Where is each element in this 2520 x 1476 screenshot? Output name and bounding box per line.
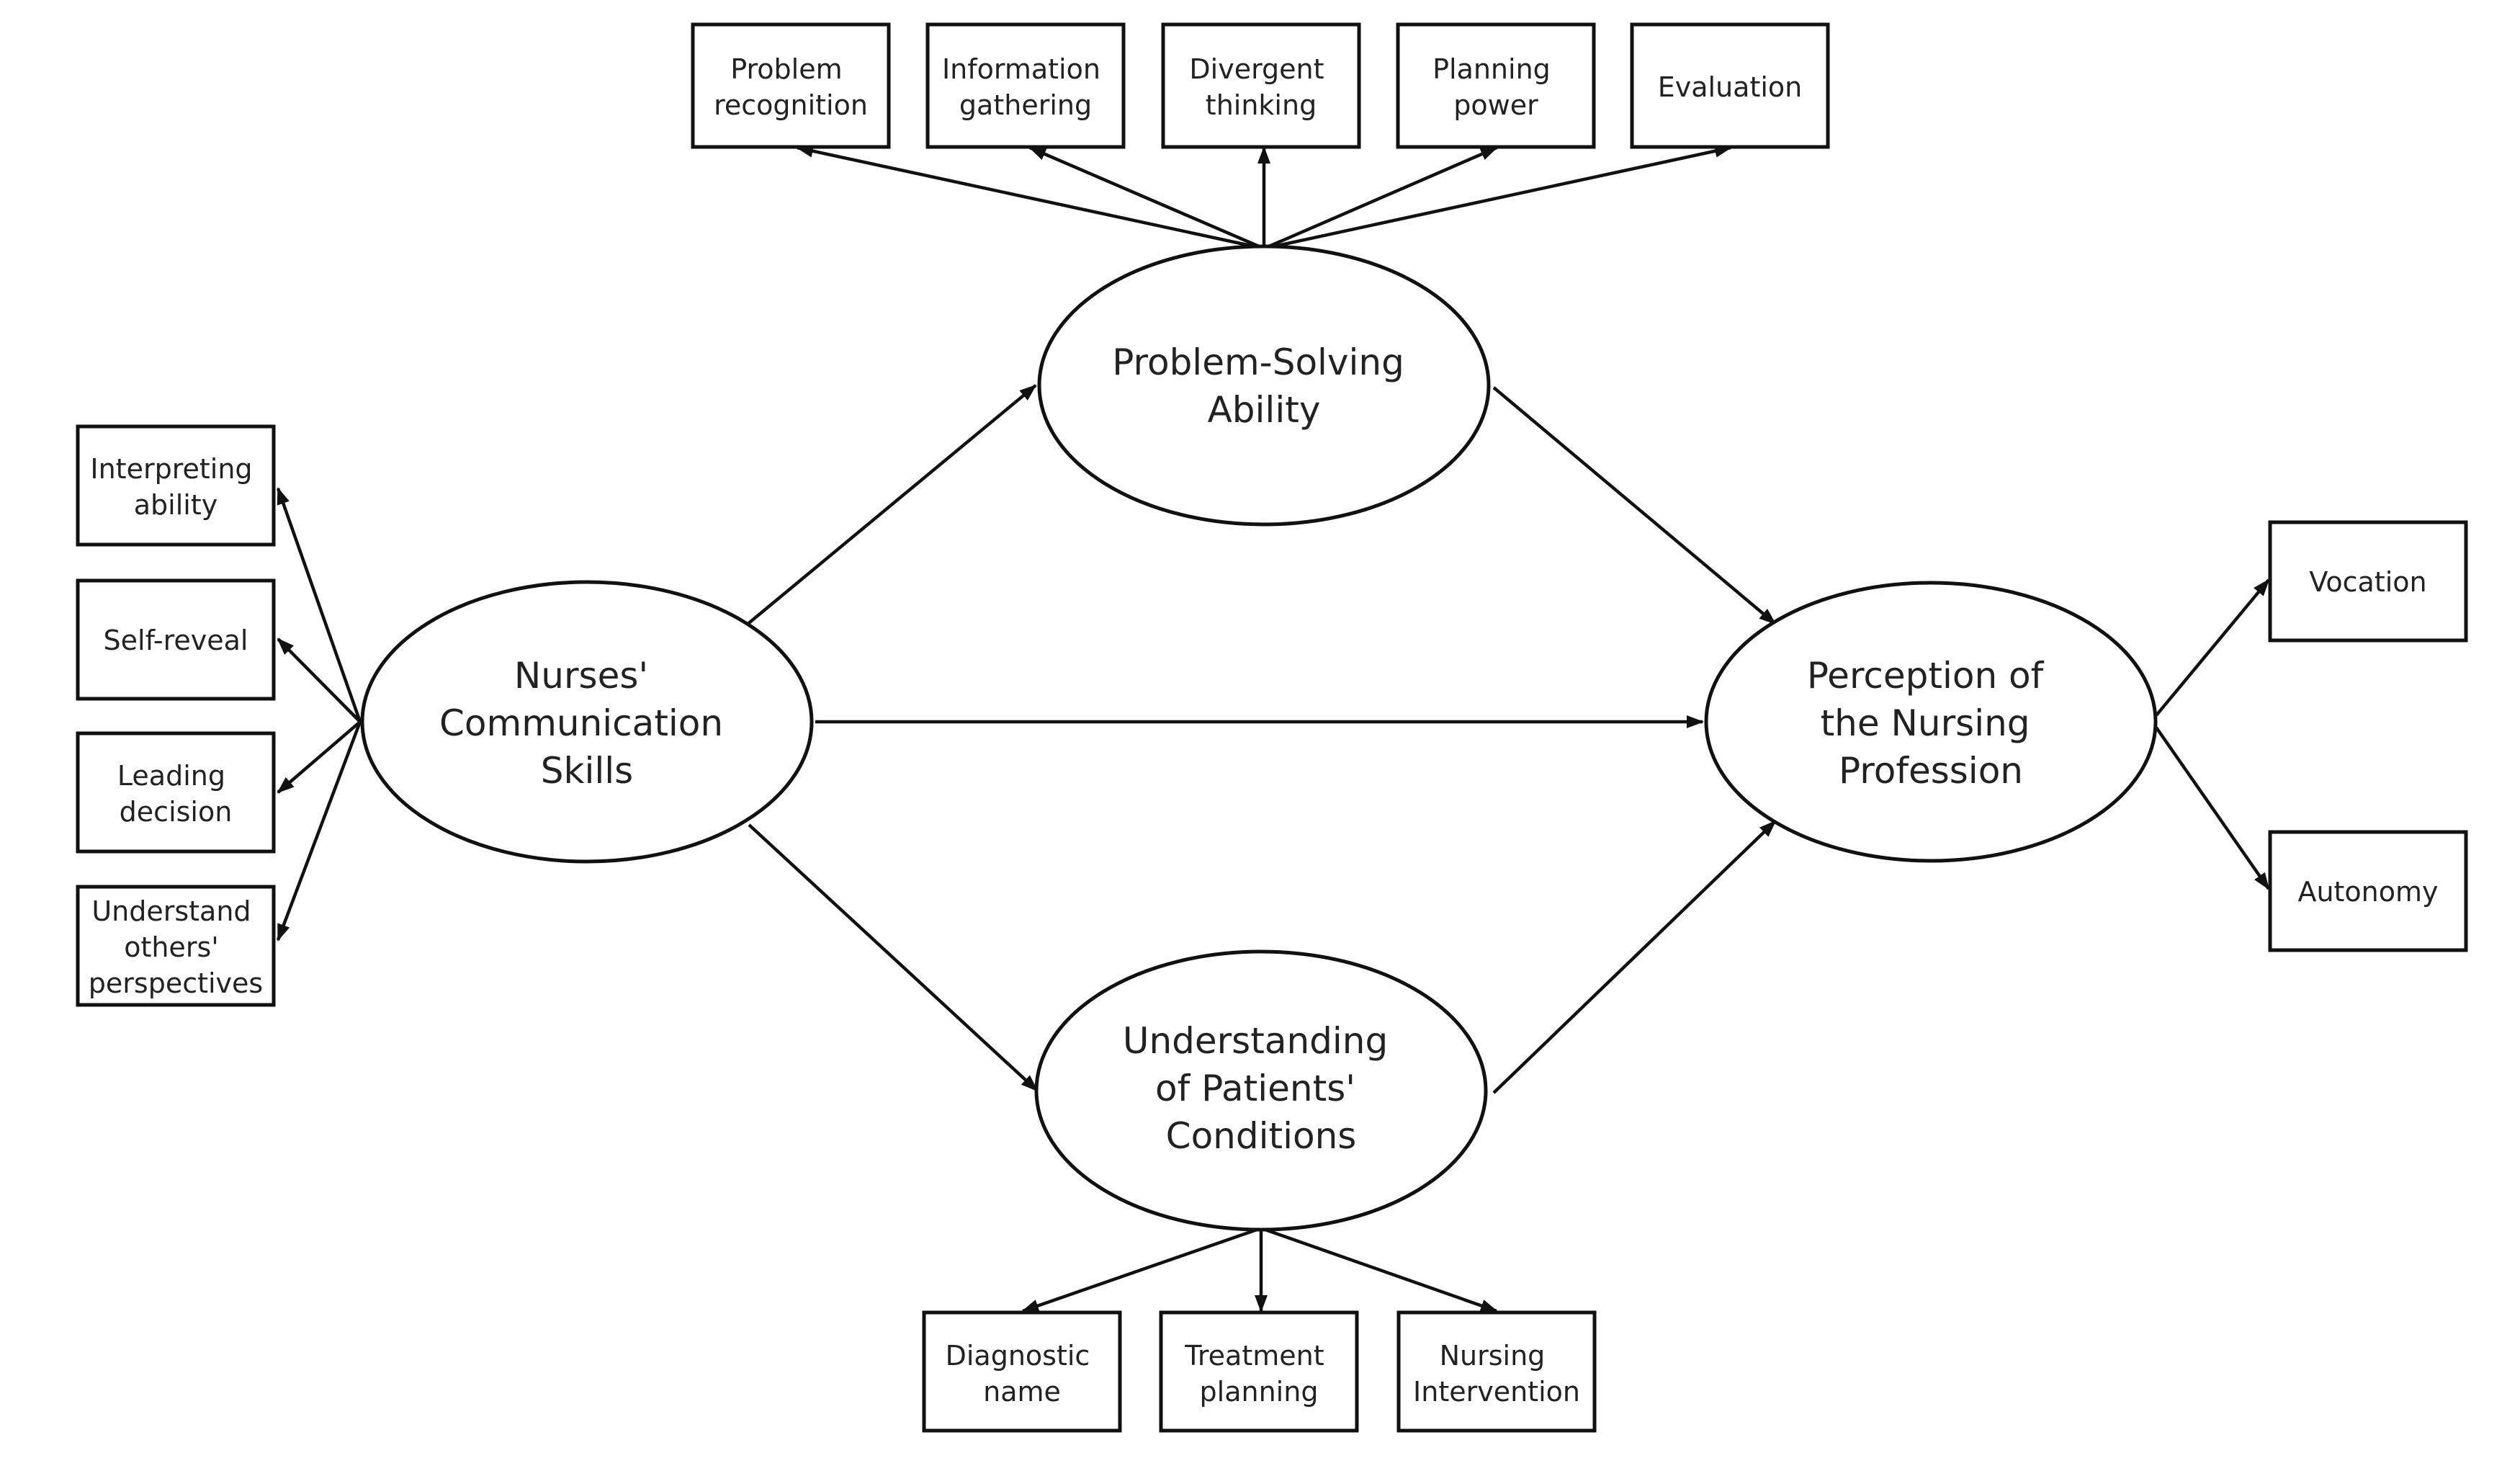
svg-text:Self-reveal: Self-reveal [104, 625, 248, 656]
construct-nurses-communication-skills: Nurses' Communication Skills [360, 580, 814, 864]
arrow-communication-to-self-reveal [277, 638, 362, 723]
svg-text:Problem recognition: Problem recognition [714, 53, 868, 121]
svg-text:Vocation: Vocation [2309, 566, 2426, 598]
arrow-problem-solving-to-perception [1492, 386, 1777, 625]
indicator-leading-decision: Leading decision [76, 731, 276, 854]
indicator-self-reveal: Self-reveal [76, 578, 276, 701]
arrow-problem-solving-to-problem-recognition [796, 144, 1265, 251]
indicator-treatment-planning: Treatment planning [1159, 1310, 1359, 1433]
edges [276, 144, 2270, 1313]
svg-text:Problem-Solving Ability: Problem-Solving Ability [1112, 341, 1416, 431]
arrow-communication-to-understand-others [276, 721, 362, 941]
arrow-perception-to-vocation [2155, 578, 2270, 717]
arrow-problem-solving-to-information-gathering [1028, 146, 1265, 251]
svg-text:Planning power: Planning power [1432, 53, 1559, 121]
arrow-understanding-to-diagnostic-name [1021, 1226, 1262, 1313]
arrow-problem-solving-to-planning-power [1263, 146, 1498, 251]
svg-text:Treatment planning: Treatment planning [1184, 1340, 1332, 1408]
svg-text:Evaluation: Evaluation [1658, 71, 1803, 103]
indicator-interpreting-ability: Interpreting ability [76, 424, 276, 547]
indicator-evaluation: Evaluation [1630, 22, 1830, 149]
arrow-understanding-to-nursing-intervention [1260, 1226, 1498, 1313]
svg-text:Information gathering: Information gathering [942, 53, 1109, 121]
svg-text:Diagnostic name: Diagnostic name [946, 1340, 1099, 1408]
indicator-information-gathering: Information gathering [925, 22, 1126, 149]
svg-text:Divergent thinking: Divergent thinking [1189, 53, 1332, 121]
arrow-communication-to-understanding [748, 823, 1039, 1092]
arrow-problem-solving-to-evaluation [1263, 144, 1732, 251]
svg-text:Autonomy: Autonomy [2297, 876, 2438, 908]
svg-text:Perception of the Nursin: Perception of the Nursing Profession [1807, 655, 2055, 792]
indicator-divergent-thinking: Divergent thinking [1161, 22, 1361, 149]
arrow-communication-to-problem-solving [745, 384, 1037, 627]
svg-text:Nurses' Communication: Nurses' Communication Skills [439, 655, 735, 792]
svg-text:Leading decision: Leading decision [117, 760, 234, 828]
indicator-autonomy: Autonomy [2268, 830, 2468, 952]
indicator-nursing-intervention: Nursing Intervention [1396, 1310, 1597, 1433]
arrow-communication-to-interpreting-ability [276, 487, 362, 723]
construct-problem-solving-ability: Problem-Solving Ability [1037, 244, 1491, 527]
svg-text:Understanding of Patient: Understanding of Patients' Conditions [1123, 1020, 1399, 1157]
svg-text:Understand others': Understand others' perspectives [89, 895, 263, 999]
indicator-planning-power: Planning power [1396, 22, 1596, 149]
arrow-communication-to-leading-decision [277, 720, 362, 794]
indicator-problem-recognition: Problem recognition [691, 22, 891, 149]
indicator-diagnostic-name: Diagnostic name [922, 1310, 1122, 1433]
construct-perception-of-the-nursing-profession: Perception of the Nursing Profession [1704, 581, 2158, 863]
arrow-perception-to-autonomy [2155, 726, 2270, 890]
svg-text:Interpreting ability: Interpreting ability [90, 453, 261, 521]
arrow-understanding-to-perception [1492, 820, 1777, 1094]
construct-understanding-of-patients-conditions: Understanding of Patients' Conditions [1034, 949, 1488, 1232]
indicator-vocation: Vocation [2268, 520, 2468, 643]
svg-text:Nursing Intervention: Nursing Intervention [1413, 1340, 1580, 1408]
indicator-understand-others-perspectives: Understand others' perspectives [76, 885, 276, 1007]
